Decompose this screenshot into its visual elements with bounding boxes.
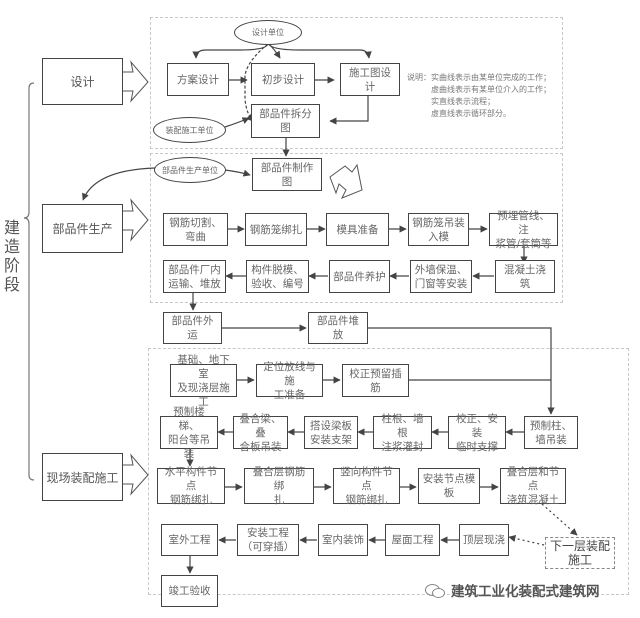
box-temp-support[interactable]: 校正、安装 临时支撑: [448, 413, 506, 453]
box-cage-into-mold[interactable]: 钢筋笼吊装 入模: [408, 213, 469, 246]
box-roof-works[interactable]: 屋面工程: [385, 524, 440, 556]
box-stacking[interactable]: 部品件堆放: [308, 312, 368, 344]
box-column-hoisting[interactable]: 预制柱、 墙吊装: [524, 416, 578, 449]
box-demold-inspect[interactable]: 构件脱模、 验收、编号: [246, 260, 309, 293]
wechat-icon: [425, 582, 445, 598]
box-formwork-support[interactable]: 搭设梁板 安装支架: [304, 416, 358, 449]
design-section: [150, 17, 563, 149]
assembly-section: [148, 348, 629, 595]
box-next-floor[interactable]: 下一层装配 施工: [545, 537, 615, 569]
assembly-stage-arrow: [122, 453, 149, 496]
producer-ellipse: 部品件生产单位: [154, 157, 226, 183]
box-foundation[interactable]: 基础、地下室 及现浇层施工: [170, 354, 237, 408]
legend-line: 虚曲线表示有某单位介入的工作；: [431, 85, 551, 94]
phase-bracket: [23, 82, 35, 481]
box-top-cast[interactable]: 顶层现浇: [459, 524, 509, 556]
box-interior-decoration[interactable]: 室内装饰: [318, 524, 368, 556]
legend-line: 虚直线表示循环部分。: [431, 109, 511, 118]
stage-assembly[interactable]: 现场装配施工: [42, 453, 123, 501]
box-installation-works[interactable]: 安装工程 （可穿插）: [237, 524, 299, 556]
construction-phase-label: 建造阶段: [3, 218, 20, 294]
box-preliminary-design[interactable]: 初步设计: [251, 63, 315, 96]
assembly-unit-ellipse: 装配施工单位: [153, 117, 226, 143]
box-rebar-cage[interactable]: 钢筋笼绑扎: [245, 213, 307, 246]
design-unit-ellipse: 设计单位: [234, 20, 302, 45]
box-embed-pipes[interactable]: 预埋管线、注 浆管/套筒等: [489, 210, 558, 250]
box-exterior-works[interactable]: 室外工程: [161, 524, 218, 556]
box-stair-hoisting[interactable]: 预制楼梯、 阳台等吊装: [160, 406, 218, 460]
design-stage-arrow: [122, 60, 149, 103]
box-grouting[interactable]: 柱根、墙根 注浆灌封: [373, 413, 432, 453]
box-completion-acceptance[interactable]: 竣工验收: [161, 575, 218, 607]
stage-design[interactable]: 设计: [42, 58, 123, 105]
box-mold-prep[interactable]: 模具准备: [326, 213, 389, 246]
box-composite-rebar[interactable]: 叠合层钢筋绑 扎: [244, 466, 314, 506]
box-concrete-pouring[interactable]: 混凝土浇筑: [495, 260, 555, 293]
box-node-formwork[interactable]: 安装节点模板: [418, 468, 480, 504]
bent-arrow-icon: [329, 163, 363, 199]
box-node-pouring[interactable]: 叠合层和节点 浇筑混凝土: [500, 466, 566, 506]
box-composite-hoisting[interactable]: 叠合梁、叠 合板吊装: [233, 413, 288, 453]
watermark: 建筑工业化装配式建筑网: [425, 580, 600, 600]
legend-line: 实直线表示流程；: [431, 97, 495, 106]
box-split-drawing[interactable]: 部品件拆分图: [251, 104, 320, 138]
box-curing[interactable]: 部品件养护: [329, 260, 390, 293]
box-vertical-node[interactable]: 竖向构件节点 钢筋绑扎: [333, 466, 400, 506]
box-correct-rebar[interactable]: 校正预留插筋: [342, 364, 409, 397]
box-outbound-transport[interactable]: 部品件外运: [163, 312, 222, 344]
production-stage-arrow: [122, 198, 149, 242]
box-construction-drawing[interactable]: 施工图设计: [340, 63, 400, 96]
box-scheme-design[interactable]: 方案设计: [167, 63, 229, 96]
legend-line: 实曲线表示由某单位完成的工作；: [431, 73, 551, 82]
production-section: [150, 153, 563, 303]
box-production-drawing[interactable]: 部品件制作图: [252, 158, 322, 191]
box-insulation-windows[interactable]: 外墙保温、 门窗等安装: [410, 260, 472, 293]
stage-production[interactable]: 部品件生产: [42, 204, 123, 253]
legend: 说明： 实曲线表示由某单位完成的工作； 虚曲线表示有某单位介入的工作； 实直线表…: [407, 72, 551, 120]
legend-title: 说明：: [407, 73, 431, 82]
watermark-text: 建筑工业化装配式建筑网: [451, 584, 600, 600]
box-rebar-cutting[interactable]: 钢筋切割、 弯曲: [163, 213, 228, 246]
box-horizontal-node[interactable]: 水平构件节点 钢筋绑扎: [157, 466, 225, 506]
box-layout-prep[interactable]: 定位放线与施 工准备: [256, 361, 323, 401]
box-factory-transport[interactable]: 部品件厂内 运输、堆放: [163, 260, 226, 293]
